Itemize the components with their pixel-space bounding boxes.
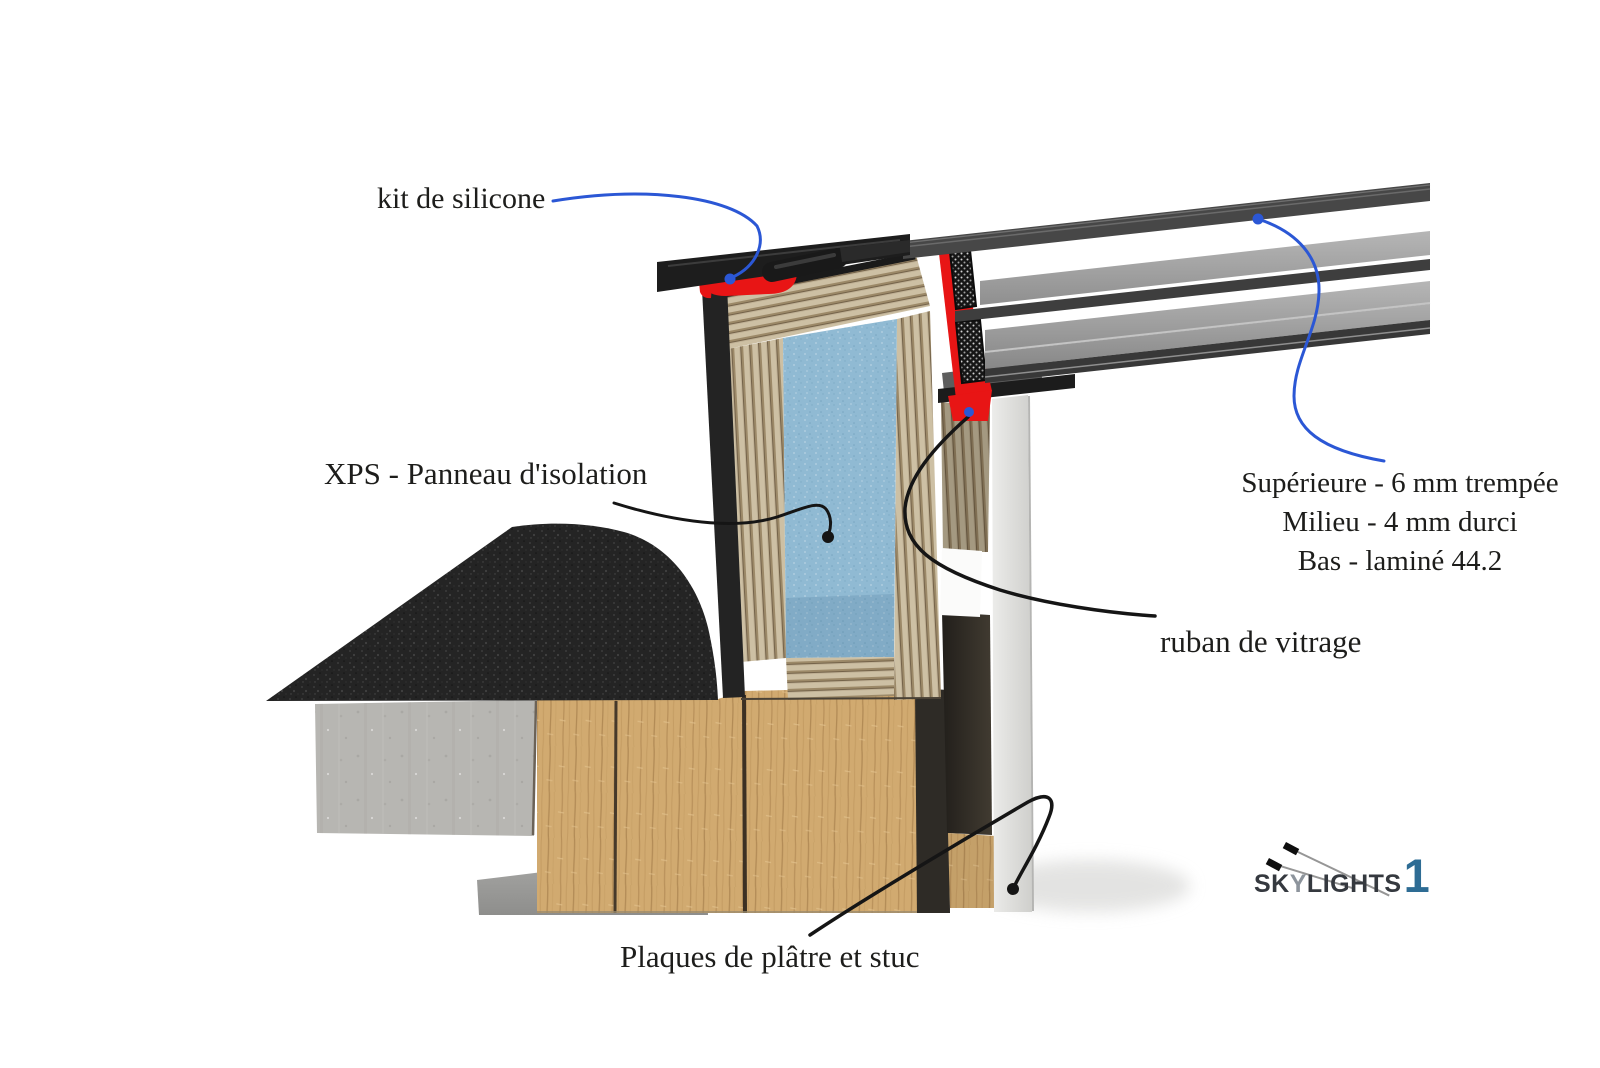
- curb-bottom-rail: [786, 657, 894, 700]
- recess-mid: [942, 612, 992, 835]
- curb-left-plywood: [728, 338, 786, 662]
- vitrage-spec-line-3: Bas - laminé 44.2: [1297, 545, 1503, 577]
- white-reveal: [940, 548, 982, 617]
- logo-number: 1: [1403, 849, 1431, 902]
- beam-block: [537, 687, 917, 913]
- jamb-plywood: [941, 402, 990, 552]
- logo-text-part2: Y: [1289, 870, 1307, 898]
- label-xps-panneau: XPS - Panneau d'isolation: [324, 456, 648, 491]
- ruban-leader: [903, 415, 1157, 618]
- concrete-slab: [315, 700, 538, 836]
- beam-seam-right: [742, 694, 747, 914]
- vitrage-spec-line-1: Supérieure - 6 mm trempée: [1241, 467, 1559, 499]
- logo-text-part3: LIGHTS: [1306, 870, 1402, 898]
- vitrage-anchor-dot: [1252, 213, 1264, 225]
- curb-cap-plywood: [712, 255, 930, 349]
- soft-shadow-right: [990, 860, 1190, 912]
- jamb-recess: [915, 395, 1034, 913]
- wood-beams: [537, 687, 917, 914]
- beam-seam-left: [613, 700, 618, 914]
- label-kit-de-silicone: kit de silicone: [377, 182, 546, 215]
- membrane-wrap-strip: [702, 285, 745, 698]
- label-plaques-de-platre: Plaques de plâtre et stuc: [620, 939, 920, 974]
- plaques-leader: [808, 795, 1054, 937]
- vitrage-leader: [1256, 217, 1386, 463]
- glass-pane-top: [902, 183, 1431, 259]
- glazing-unit: [902, 183, 1431, 421]
- spacer-bar-bottom: [954, 318, 988, 385]
- membrane-roll: [762, 248, 848, 282]
- kit-de-silicone-anchor-dot: [724, 273, 736, 285]
- leader-lines: [551, 192, 1386, 937]
- glass-pane-middle: [955, 231, 1430, 322]
- ruban-anchor-dot: [964, 407, 974, 417]
- plaques-anchor-dot: [1007, 883, 1019, 895]
- recess-lower: [915, 688, 950, 913]
- glazing-tape-red: [948, 390, 992, 421]
- roof-membrane: [266, 523, 718, 701]
- logo-text-part1: SK: [1254, 870, 1290, 898]
- label-ruban-de-vitrage: ruban de vitrage: [1160, 624, 1362, 659]
- label-vitrage-spec: Supérieure - 6 mm trempée Milieu - 4 mm …: [1180, 464, 1600, 581]
- kit-de-silicone-leader: [551, 192, 762, 279]
- curb-right-plywood: [894, 311, 941, 700]
- vitrage-spec-line-2: Milieu - 4 mm durci: [1282, 506, 1518, 538]
- gypsum-board-strip: [992, 395, 1032, 912]
- xps-leader: [612, 501, 833, 535]
- head-flashing: [657, 234, 910, 299]
- skylight-curb: [702, 252, 942, 700]
- flashing-shadow-strip: [840, 240, 910, 262]
- xps-anchor-dot: [822, 531, 834, 543]
- small-wood-block: [948, 833, 996, 908]
